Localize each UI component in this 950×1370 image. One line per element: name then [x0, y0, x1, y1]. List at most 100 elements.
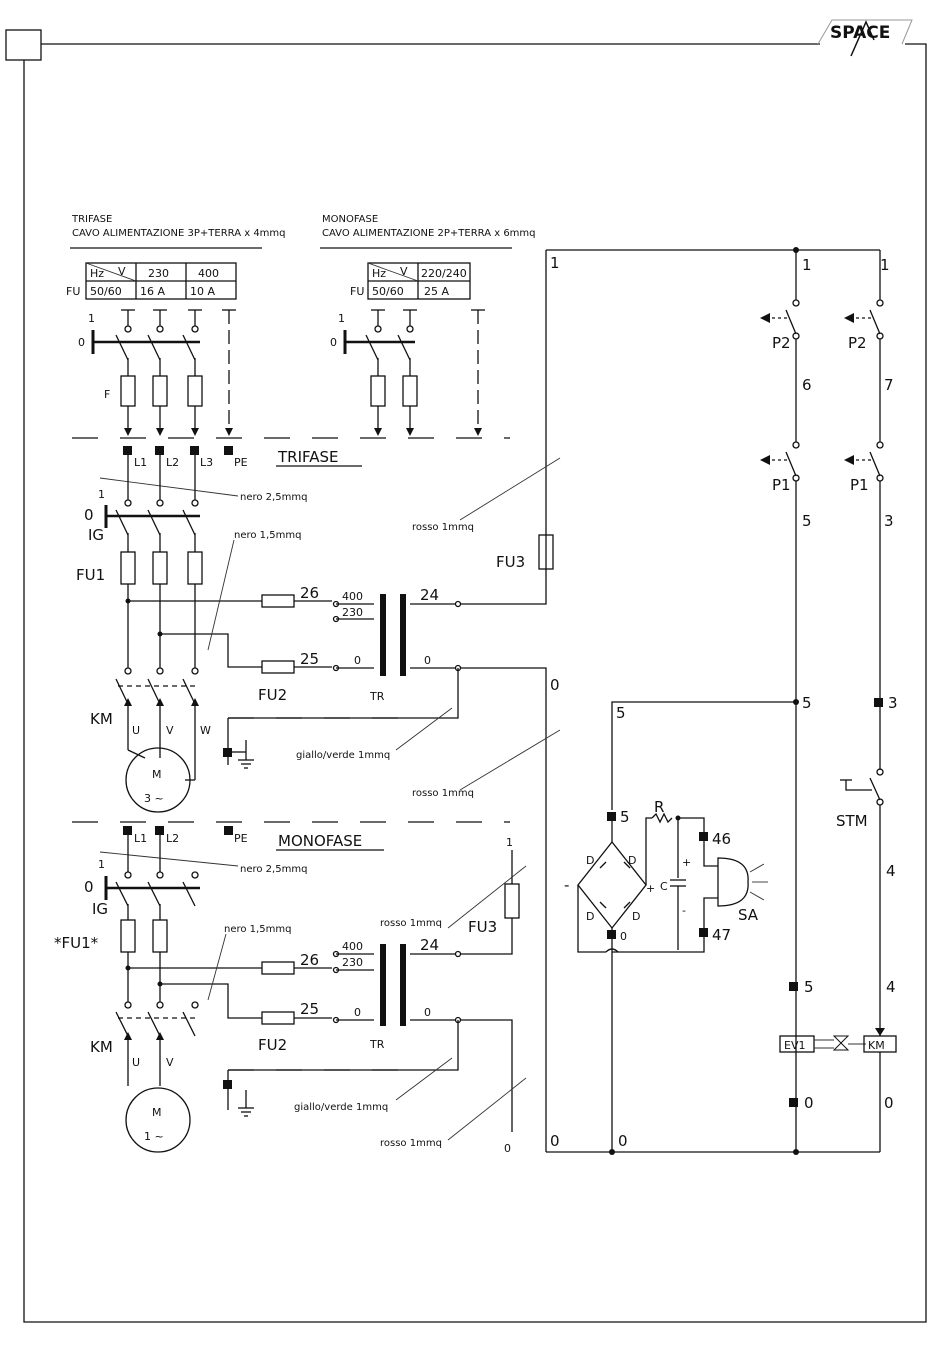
mono-tr-230: 230: [342, 956, 363, 969]
monofase-volt-220: 220/240: [421, 267, 467, 280]
tr-230: 230: [342, 606, 363, 619]
wire-25: 25: [300, 650, 319, 668]
label-fu2: FU2: [258, 686, 287, 704]
motor-1ph: [125, 1087, 191, 1153]
ctrl-a-5c: 5: [804, 978, 814, 996]
label-one-m: 1: [338, 312, 345, 325]
mono-label-u: U: [132, 1056, 140, 1069]
ctrl-b-3: 3: [884, 512, 894, 530]
logo-text: SPACE: [830, 23, 890, 43]
label-r: R: [654, 798, 664, 816]
ctrl-a-6: 6: [802, 376, 812, 394]
motor-3-m: M: [152, 768, 162, 781]
bridge-plus: +: [646, 882, 655, 895]
label-km: KM: [90, 710, 113, 728]
trifase-v-label: V: [118, 265, 126, 278]
ig-zero: 0: [84, 506, 94, 524]
mono-ig-one: 1: [98, 858, 105, 871]
diode-4: D: [632, 910, 640, 923]
mono-ig-zero: 0: [84, 878, 94, 896]
label-zero: 0: [78, 336, 85, 349]
mono-nero-25: nero 2,5mmq: [240, 864, 307, 875]
alarm-5b: 5: [620, 808, 630, 826]
label-giallo: giallo/verde 1mmq: [296, 750, 390, 761]
label-nero-25: nero 2,5mmq: [240, 492, 307, 503]
label-rosso-1b: rosso 1mmq: [412, 788, 474, 799]
diode-3: D: [586, 910, 594, 923]
label-one: 1: [88, 312, 95, 325]
mono-label-ig: IG: [92, 900, 108, 918]
monofase-banner: MONOFASE: [278, 832, 362, 850]
ctrl-wire-0a: 0: [550, 676, 560, 694]
monofase-section: L1 L2 PE MONOFASE nero 2,5mmq 1 0 IG *FU…: [54, 826, 527, 1155]
ctrl-b-7: 7: [884, 376, 894, 394]
monofase-header: MONOFASE CAVO ALIMENTAZIONE 2P+TERRA x 6…: [320, 214, 536, 300]
ctrl-ev1: EV1: [784, 1039, 805, 1052]
ctrl-b-3b: 3: [888, 694, 898, 712]
control-circuit: 1 0 0 1 P2 6 P1 5 5 5 EV1: [546, 247, 898, 1155]
label-v: V: [166, 724, 174, 737]
tr-400: 400: [342, 590, 363, 603]
label-c: C: [660, 880, 668, 893]
label-l3: L3: [200, 456, 213, 469]
label-fu1: FU1: [76, 566, 105, 584]
label-w: W: [200, 724, 211, 737]
monofase-title: MONOFASE: [322, 214, 378, 225]
mono-label-fu2: FU2: [258, 1036, 287, 1054]
mono-l2: L2: [166, 832, 179, 845]
space-logo: SPACE: [817, 19, 913, 57]
mono-label-fu3: FU3: [468, 918, 497, 936]
monofase-hz-value: 50/60: [372, 285, 404, 298]
trifase-section: L1 L2 L3 PE TRIFASE nero 2,5mmq 1 0 IG: [76, 250, 561, 1152]
alarm-46: 46: [712, 830, 731, 848]
mono-rosso-1: rosso 1mmq: [380, 918, 442, 929]
mono-pe: PE: [234, 832, 248, 845]
trifase-volt-400: 400: [198, 267, 219, 280]
label-u: U: [132, 724, 140, 737]
mono-tr-24: 24: [420, 936, 439, 954]
motor-1-type: 1 ~: [144, 1130, 164, 1143]
ctrl-a-p2: P2: [772, 334, 791, 352]
diode-1: D: [586, 854, 594, 867]
ctrl-b-1: 1: [880, 256, 890, 274]
label-nero-15: nero 1,5mmq: [234, 530, 301, 541]
mono-wire-0: 0: [504, 1142, 511, 1155]
ig-one: 1: [98, 488, 105, 501]
alarm-5: 5: [616, 704, 626, 722]
ctrl-b-p2: P2: [848, 334, 867, 352]
trifase-fuse-10: 10 A: [190, 285, 215, 298]
mono-rosso-1b: rosso 1mmq: [380, 1138, 442, 1149]
ctrl-wire-1a: 1: [550, 254, 560, 272]
mono-tr-0-primary: 0: [354, 1006, 361, 1019]
trifase-fu-label: FU: [66, 285, 80, 298]
label-l1: L1: [134, 456, 147, 469]
mono-giallo: giallo/verde 1mmq: [294, 1102, 388, 1113]
cap-plus: +: [682, 856, 691, 869]
trifase-hz-value: 50/60: [90, 285, 122, 298]
page-frame: [5, 29, 927, 1323]
ctrl-a-5b: 5: [802, 694, 812, 712]
trifase-hz-label: Hz: [90, 267, 104, 280]
ctrl-a-1: 1: [802, 256, 812, 274]
alarm-0: 0: [620, 930, 627, 943]
trifase-volt-230: 230: [148, 267, 169, 280]
trifase-cable: CAVO ALIMENTAZIONE 3P+TERRA x 4mmq: [72, 228, 286, 239]
motor-3ph: [125, 747, 191, 813]
ctrl-b-0: 0: [884, 1094, 894, 1112]
monofase-cable: CAVO ALIMENTAZIONE 2P+TERRA x 6mmq: [322, 228, 536, 239]
trifase-main-switch: 1 0 F: [78, 309, 236, 436]
mono-label-km: KM: [90, 1038, 113, 1056]
label-zero-m: 0: [330, 336, 337, 349]
monofase-v-label: V: [400, 265, 408, 278]
label-fuse-f: F: [104, 388, 110, 401]
label-rosso-1: rosso 1mmq: [412, 522, 474, 533]
bridge-minus: -: [564, 876, 569, 894]
ctrl-a-5: 5: [802, 512, 812, 530]
ctrl-a-0: 0: [804, 1094, 814, 1112]
tr-0-primary: 0: [354, 654, 361, 667]
monofase-hz-label: Hz: [372, 267, 386, 280]
label-pe: PE: [234, 456, 248, 469]
mono-fu3-one: 1: [506, 836, 513, 849]
ctrl-wire-0b: 0: [550, 1132, 560, 1150]
